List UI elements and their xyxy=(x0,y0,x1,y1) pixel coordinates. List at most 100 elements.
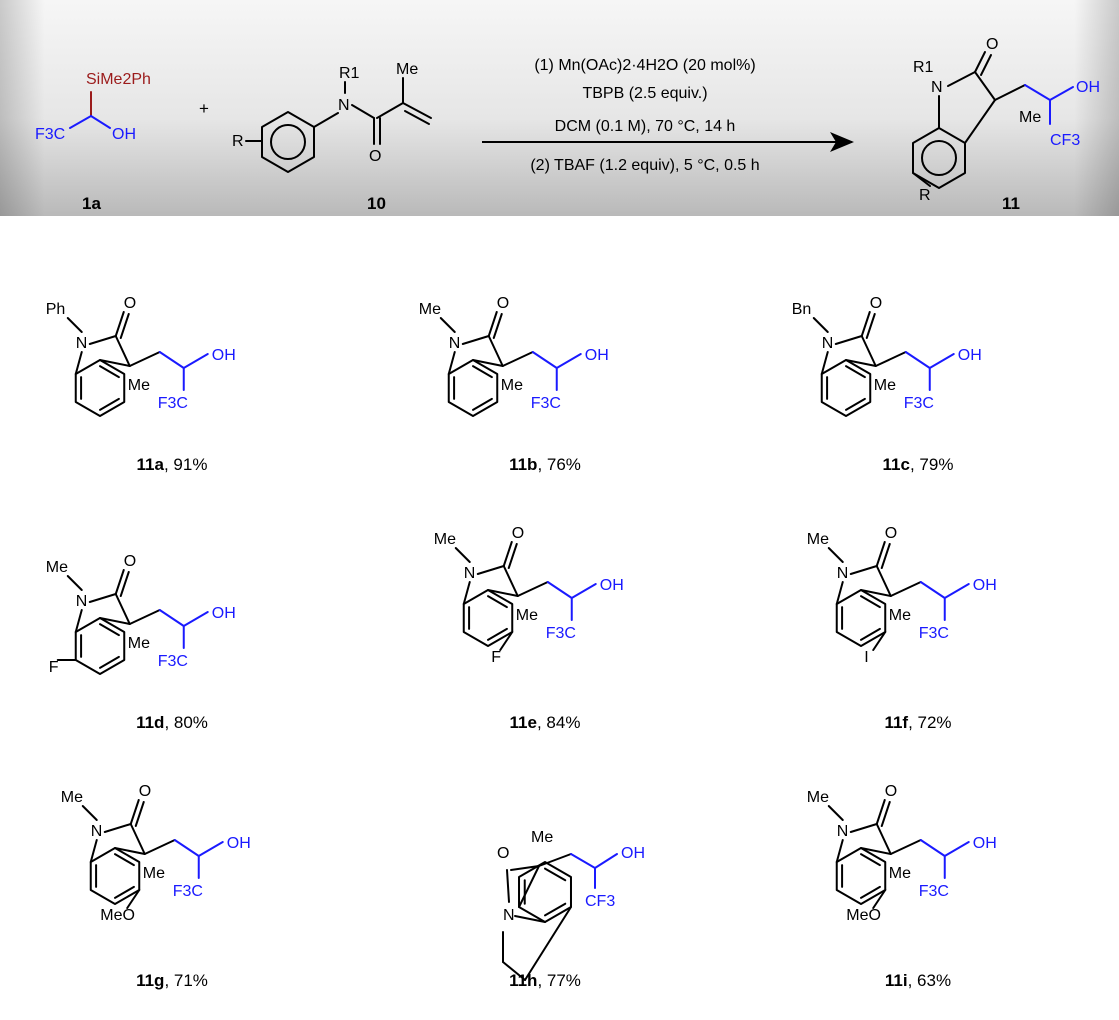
yield-value: , 72% xyxy=(908,713,951,732)
condition-step1-line3: DCM (0.1 M), 70 °C, 14 h xyxy=(555,118,736,135)
me-label: Me xyxy=(531,829,553,846)
me-label: Me xyxy=(128,635,150,652)
n-substituent: Me xyxy=(807,531,829,548)
o-label: O xyxy=(885,525,897,542)
reaction-banner: SiMe2Ph OH F3C 1a + R N R1 O Me xyxy=(0,0,1119,216)
yield-value: , 91% xyxy=(164,455,207,474)
compound-id: 11e xyxy=(510,713,537,732)
o-label: O xyxy=(124,295,136,312)
n-label: N xyxy=(931,79,943,96)
oh-label: OH xyxy=(1076,79,1100,96)
product-label: 11e, 84% xyxy=(510,713,581,732)
me-label: Me xyxy=(874,377,896,394)
o-label: O xyxy=(512,525,524,542)
o-label: O xyxy=(369,148,381,165)
yield-value: , 71% xyxy=(164,971,207,990)
f3c-label: F3C xyxy=(546,625,576,642)
yield-value: , 77% xyxy=(537,971,580,990)
o-label: O xyxy=(870,295,882,312)
f3c-label: F3C xyxy=(919,883,949,900)
f3c-label: F3C xyxy=(904,395,934,412)
n-label: N xyxy=(91,823,103,840)
product-label: 11a, 91% xyxy=(137,455,208,474)
plus-sign: + xyxy=(199,99,209,118)
compound-id: 11a xyxy=(137,455,165,474)
ring-substituent: MeO xyxy=(846,907,881,924)
me-label: Me xyxy=(889,865,911,882)
yield-value: , 84% xyxy=(537,713,580,732)
yield-value: , 63% xyxy=(908,971,951,990)
compound-id: 11h xyxy=(509,971,537,990)
cf3-label: F3C xyxy=(35,126,65,143)
oh-label: OH xyxy=(600,577,624,594)
n-label: N xyxy=(76,593,88,610)
n-label: N xyxy=(837,823,849,840)
me-label: Me xyxy=(889,607,911,624)
me-label: Me xyxy=(516,607,538,624)
reaction-conditions: (1) Mn(OAc)2·4H2O (20 mol%) TBPB (2.5 eq… xyxy=(482,57,854,174)
yield-value: , 79% xyxy=(910,455,953,474)
me-label: Me xyxy=(396,61,418,78)
ring-substituent: I xyxy=(864,649,868,666)
condition-step1-line2: TBPB (2.5 equiv.) xyxy=(582,85,707,102)
compound-id: 11b xyxy=(509,455,537,474)
n-substituent: Me xyxy=(61,789,83,806)
n-substituent: Me xyxy=(419,301,441,318)
r-label: R xyxy=(919,187,931,204)
n-substituent: Me xyxy=(807,789,829,806)
n-label: N xyxy=(449,335,461,352)
me-label: Me xyxy=(128,377,150,394)
o-label: O xyxy=(139,783,151,800)
hydroxyl-label: OH xyxy=(112,126,136,143)
n-label: N xyxy=(76,335,88,352)
f3c-label: F3C xyxy=(531,395,561,412)
f3c-label: F3C xyxy=(173,883,203,900)
o-label: O xyxy=(986,36,998,53)
reagent-10: R N R1 O Me 10 xyxy=(232,61,432,213)
product-label: 11h, 77% xyxy=(509,971,581,990)
n-substituent: Bn xyxy=(792,301,812,318)
n-substituent: Me xyxy=(434,531,456,548)
n-substituent: Ph xyxy=(46,301,66,318)
oh-label: OH xyxy=(958,347,982,364)
n-label: N xyxy=(837,565,849,582)
cf3-label: CF3 xyxy=(585,893,615,910)
n-substituent: Me xyxy=(46,559,68,576)
oh-label: OH xyxy=(973,577,997,594)
compound-id: 11d xyxy=(136,713,164,732)
compound-id: 11g xyxy=(136,971,164,990)
o-label: O xyxy=(124,553,136,570)
compound-id: 11f xyxy=(884,713,908,732)
product-label: 11g, 71% xyxy=(136,971,208,990)
oh-label: OH xyxy=(973,835,997,852)
cf3-label: CF3 xyxy=(1050,132,1080,149)
oh-label: OH xyxy=(621,845,645,862)
n-label: N xyxy=(338,97,350,114)
product-11: N R1 O Me OH CF3 R 11 xyxy=(912,36,1100,213)
me-label: Me xyxy=(501,377,523,394)
r-label: R xyxy=(232,133,244,150)
product-label: 11d, 80% xyxy=(136,713,208,732)
compound-id-1a: 1a xyxy=(82,194,101,213)
product-label: 11c, 79% xyxy=(883,455,954,474)
ring-substituent: F xyxy=(491,649,501,666)
o-label: O xyxy=(497,845,509,862)
ring-substituent: F xyxy=(49,659,59,676)
product-label: 11f, 72% xyxy=(884,713,951,732)
compound-id-10: 10 xyxy=(367,194,386,213)
condition-step2: (2) TBAF (1.2 equiv), 5 °C, 0.5 h xyxy=(530,157,759,174)
yield-value: , 80% xyxy=(164,713,207,732)
r1-label: R1 xyxy=(913,59,934,76)
product-label: 11i, 63% xyxy=(885,971,951,990)
condition-step1-line1: (1) Mn(OAc)2·4H2O (20 mol%) xyxy=(534,57,755,74)
r1-label: R1 xyxy=(339,65,360,82)
yield-value: , 76% xyxy=(537,455,580,474)
